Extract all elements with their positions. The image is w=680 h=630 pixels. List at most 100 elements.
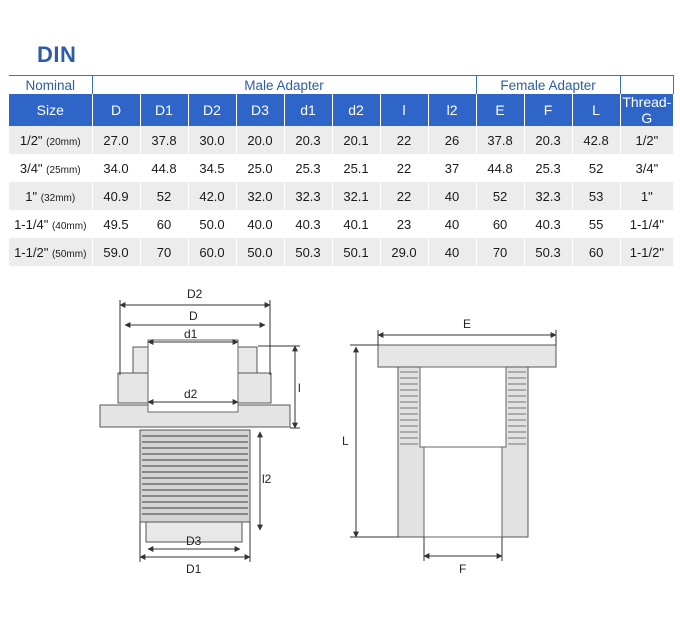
value-cell: 32.0 — [235, 182, 284, 210]
value-cell: 1/2" — [619, 126, 674, 154]
column-header: E — [475, 94, 525, 126]
size-inch: 1/2" — [19, 132, 43, 148]
value-cell: 27.0 — [91, 126, 140, 154]
label-d2: d2 — [184, 387, 198, 401]
size-cell: 3/4" (25mm) — [9, 154, 92, 182]
value-cell: 32.3 — [283, 182, 332, 210]
value-cell: 40.9 — [91, 182, 140, 210]
label-L: L — [342, 434, 349, 448]
value-cell: 22 — [379, 126, 428, 154]
value-cell: 34.0 — [91, 154, 140, 182]
female-upper-bore — [419, 366, 507, 448]
column-header: l — [379, 94, 428, 126]
value-cell: 60 — [571, 238, 621, 266]
value-cell: 20.3 — [283, 126, 332, 154]
label-D3: D3 — [186, 534, 202, 548]
label-D: D — [189, 309, 198, 323]
value-cell: 20.3 — [523, 126, 573, 154]
value-cell: 20.1 — [331, 126, 380, 154]
column-header: d2 — [331, 94, 380, 126]
value-cell: 42.8 — [571, 126, 621, 154]
male-thread-shaft — [139, 429, 251, 523]
value-cell: 40.3 — [523, 210, 573, 238]
female-adapter-drawing — [350, 330, 557, 561]
female-flange — [377, 344, 557, 368]
column-header: F — [523, 94, 573, 126]
group-female-adapter: Female Adapter — [475, 75, 621, 94]
value-cell: 49.5 — [91, 210, 140, 238]
male-dimension-labels: D2 D d1 d2 l l2 D3 D1 — [184, 287, 301, 576]
size-inch: 1-1/2" — [14, 244, 49, 260]
value-cell: 53 — [571, 182, 621, 210]
value-cell: 1" — [619, 182, 674, 210]
column-header: D3 — [235, 94, 284, 126]
value-cell: 52 — [571, 154, 621, 182]
label-F: F — [459, 562, 466, 576]
value-cell: 50.3 — [283, 238, 332, 266]
value-cell: 40.3 — [283, 210, 332, 238]
value-cell: 40.1 — [331, 210, 380, 238]
size-inch: 1-1/4" — [14, 216, 49, 232]
value-cell: 40.0 — [235, 210, 284, 238]
size-cell: 1" (32mm) — [9, 182, 92, 210]
value-cell: 55 — [571, 210, 621, 238]
value-cell: 50.3 — [523, 238, 573, 266]
size-cell: 1/2" (20mm) — [9, 126, 92, 154]
value-cell: 52 — [139, 182, 188, 210]
female-dimension-labels: E L F — [342, 317, 471, 576]
value-cell: 1-1/4" — [619, 210, 674, 238]
value-cell: 20.0 — [235, 126, 284, 154]
dimension-table: Nominal Male Adapter Female Adapter Size… — [9, 75, 674, 266]
size-mm: (25mm) — [46, 164, 81, 176]
value-cell: 25.1 — [331, 154, 380, 182]
value-cell: 32.3 — [523, 182, 573, 210]
value-cell: 37.8 — [475, 126, 525, 154]
label-E: E — [463, 317, 471, 331]
group-male-adapter: Male Adapter — [91, 75, 477, 94]
value-cell: 40 — [427, 238, 477, 266]
label-d1: d1 — [184, 327, 198, 341]
value-cell: 50.0 — [187, 210, 236, 238]
column-header: d1 — [283, 94, 332, 126]
male-adapter-drawing — [99, 300, 300, 562]
column-header: D2 — [187, 94, 236, 126]
value-cell: 40 — [427, 182, 477, 210]
size-mm: (20mm) — [46, 136, 81, 148]
column-header: Size — [9, 94, 92, 126]
value-cell: 37.8 — [139, 126, 188, 154]
value-cell: 52 — [475, 182, 525, 210]
value-cell: 26 — [427, 126, 477, 154]
value-cell: 42.0 — [187, 182, 236, 210]
column-header: D — [91, 94, 140, 126]
value-cell: 25.3 — [523, 154, 573, 182]
size-mm: (40mm) — [51, 220, 87, 232]
value-cell: 34.5 — [187, 154, 236, 182]
value-cell: 60 — [475, 210, 525, 238]
value-cell: 25.0 — [235, 154, 284, 182]
column-header: D1 — [139, 94, 188, 126]
male-bottom — [145, 521, 243, 543]
value-cell: 60.0 — [187, 238, 236, 266]
size-inch: 1" — [25, 188, 38, 204]
value-cell: 25.3 — [283, 154, 332, 182]
label-D1: D1 — [186, 562, 202, 576]
value-cell: 30.0 — [187, 126, 236, 154]
female-lower-bore — [423, 446, 503, 538]
group-header-row: Nominal Male Adapter Female Adapter — [9, 75, 674, 94]
label-l: l — [298, 381, 301, 395]
value-cell: 1-1/2" — [619, 238, 674, 266]
column-header: l2 — [427, 94, 477, 126]
size-cell: 1-1/2" (50mm) — [9, 238, 92, 266]
value-cell: 70 — [475, 238, 525, 266]
value-cell: 23 — [379, 210, 428, 238]
value-cell: 3/4" — [619, 154, 674, 182]
group-nominal: Nominal — [9, 75, 93, 94]
value-cell: 44.8 — [139, 154, 188, 182]
technical-drawing: D2 D d1 d2 l l2 D3 D1 E L F — [99, 287, 557, 576]
value-cell: 59.0 — [91, 238, 140, 266]
